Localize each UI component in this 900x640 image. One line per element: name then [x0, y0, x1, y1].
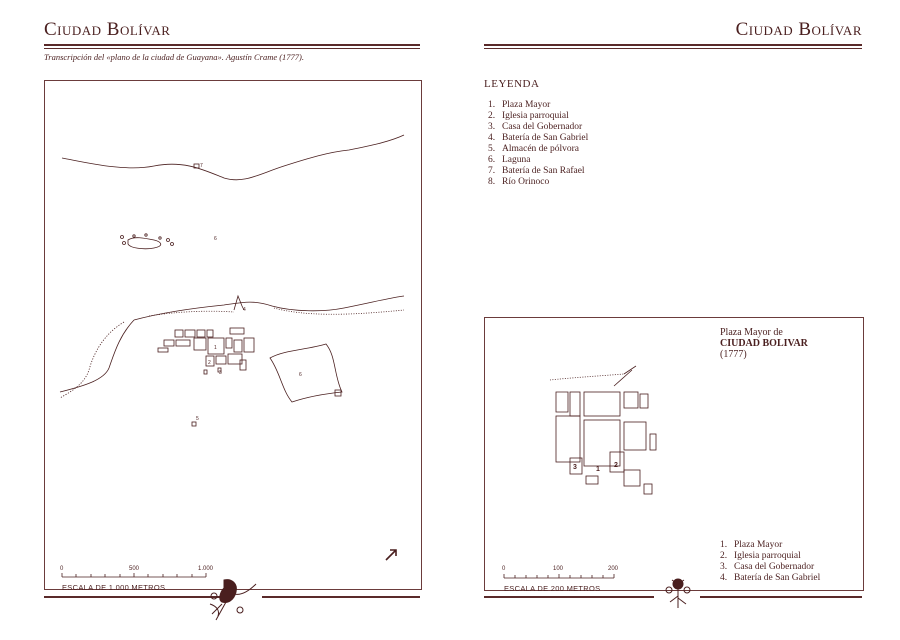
inset-title: Plaza Mayor de CIUDAD BOLIVAR (1777): [720, 327, 808, 360]
map-caption: Transcripción del «plano de la ciudad de…: [44, 52, 305, 62]
inset-map-frame: [484, 317, 864, 591]
map-label-5: 5: [196, 416, 199, 422]
legend-item: 7.Batería de San Rafael: [488, 166, 585, 176]
legend-title: LEYENDA: [484, 78, 540, 90]
inset-label-3: 3: [573, 464, 577, 471]
inset-scale-tick-0: 0: [502, 566, 506, 572]
legend-item: 8.Río Orinoco: [488, 177, 550, 187]
left-title-rule: [44, 44, 420, 46]
left-scale-tick-500: 500: [129, 566, 140, 572]
legend-item: 1.Plaza Mayor: [488, 100, 551, 110]
legend-item: 5.Almacén de pólvora: [488, 144, 580, 154]
inset-scale-tick-200: 200: [608, 566, 619, 572]
map-label-7: 7: [200, 163, 203, 169]
inset-legend-item: 3.Casa del Gobernador: [720, 562, 815, 572]
left-scale-bar: [61, 573, 207, 578]
inset-label-2: 2: [614, 462, 618, 469]
map-label-1: 1: [214, 345, 217, 351]
flower-ornament: [665, 578, 691, 608]
inset-title-line1: Plaza Mayor de: [720, 327, 783, 338]
river-south-bank: [133, 295, 405, 321]
right-title-rule: [484, 44, 862, 46]
plaza-inset-map: 3 1 2: [549, 365, 657, 495]
legend-item: 4.Batería de San Gabriel: [488, 133, 589, 143]
inset-label-1: 1: [596, 466, 600, 473]
right-page-title: Ciudad Bolívar: [735, 19, 862, 40]
left-footer-rule: [44, 596, 220, 598]
right-footer-rule-right: [700, 596, 862, 598]
inset-title-line2: CIUDAD BOLIVAR: [720, 338, 808, 349]
river-south-bank-dotted: [59, 321, 125, 399]
right-footer-rule: [484, 596, 654, 598]
inset-legend-item: 2.Iglesia parroquial: [720, 551, 801, 561]
right-title-rule-thin: [484, 48, 862, 49]
inset-scale-tick-100: 100: [553, 566, 564, 572]
inset-legend-item: 4.Batería de San Gabriel: [720, 573, 821, 583]
map-label-6: 6: [214, 236, 217, 242]
inset-legend-list: 1.Plaza Mayor 2.Iglesia parroquial 3.Cas…: [720, 540, 820, 584]
legend-list: 1.Plaza Mayor 2.Iglesia parroquial 3.Cas…: [488, 100, 588, 188]
map-label-2: 2: [208, 360, 211, 366]
town-blocks: [157, 327, 255, 375]
laguna: [269, 343, 343, 403]
left-scale-tick-1000: 1.000: [198, 566, 214, 572]
map-label-3: 3: [219, 370, 222, 376]
left-scale-tick-0: 0: [60, 566, 64, 572]
map-label-4: 4: [243, 307, 246, 313]
inset-scale-bar: 0 100 200: [502, 566, 619, 579]
legend-item: 2.Iglesia parroquial: [488, 111, 569, 121]
inset-legend-item: 1.Plaza Mayor: [720, 540, 783, 550]
legend-item: 3.Casa del Gobernador: [488, 122, 583, 132]
river-north-bank: [61, 134, 405, 181]
inset-title-line3: (1777): [720, 349, 747, 360]
bird-ornament: [209, 579, 257, 621]
island-upper: [127, 237, 162, 250]
left-footer-rule-right: [262, 596, 420, 598]
north-arrow: [385, 549, 397, 561]
left-title-rule-thin: [44, 48, 420, 49]
city-map: 7 6 4 1 2 3 6 5 0 500 1.000: [59, 134, 405, 578]
map-label-laguna: 6: [299, 372, 302, 378]
left-scale-label: ESCALA DE 1.000 METROS: [62, 583, 166, 592]
inset-scale-label: ESCALA DE 200 METROS: [504, 584, 601, 593]
legend-item: 6.Laguna: [488, 155, 531, 165]
left-page-title: Ciudad Bolívar: [44, 19, 171, 40]
